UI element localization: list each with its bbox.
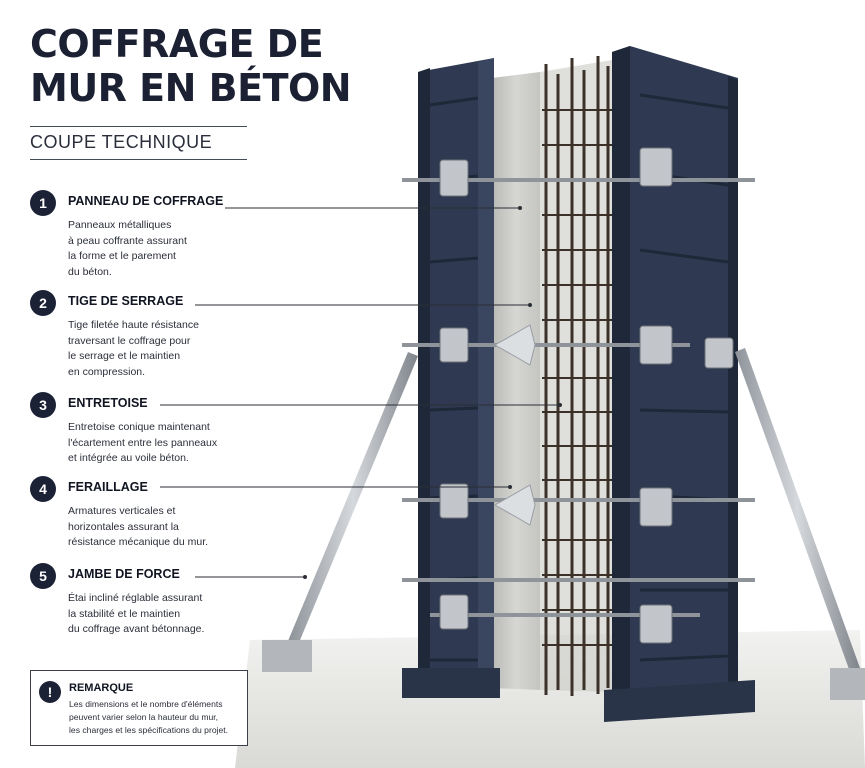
left-formwork-panel (402, 58, 500, 698)
legend-title: FERAILLAGE (68, 480, 148, 494)
rebar-cage (542, 56, 612, 696)
legend-title: PANNEAU DE COFFRAGE (68, 194, 224, 208)
spacer-cones (493, 324, 536, 526)
legend-number-3: 3 (30, 392, 56, 418)
page-title-line-2: MUR EN BÉTON (30, 66, 352, 110)
tie-clamps (439, 147, 734, 644)
concrete-wall (492, 60, 612, 692)
page-title-line-1: COFFRAGE DE (30, 22, 324, 66)
legend-number-1: 1 (30, 190, 56, 216)
divider-bottom (30, 159, 247, 160)
legend-number-2: 2 (30, 290, 56, 316)
note-box: ! REMARQUE Les dimensions et le nombre d… (30, 670, 248, 746)
divider-top (30, 126, 247, 127)
legend-number-4: 4 (30, 476, 56, 502)
legend-title: TIGE DE SERRAGE (68, 294, 184, 308)
legend-title: JAMBE DE FORCE (68, 567, 180, 581)
right-formwork-panel (604, 46, 755, 722)
legend-title: ENTRETOISE (68, 396, 148, 410)
legend-number-5: 5 (30, 563, 56, 589)
page-title: COFFRAGE DE MUR EN BÉTON (30, 22, 352, 110)
note-title: REMARQUE (69, 682, 134, 694)
push-pull-props (262, 348, 865, 700)
exclamation-icon: ! (39, 681, 61, 703)
subtitle: COUPE TECHNIQUE (30, 132, 213, 152)
